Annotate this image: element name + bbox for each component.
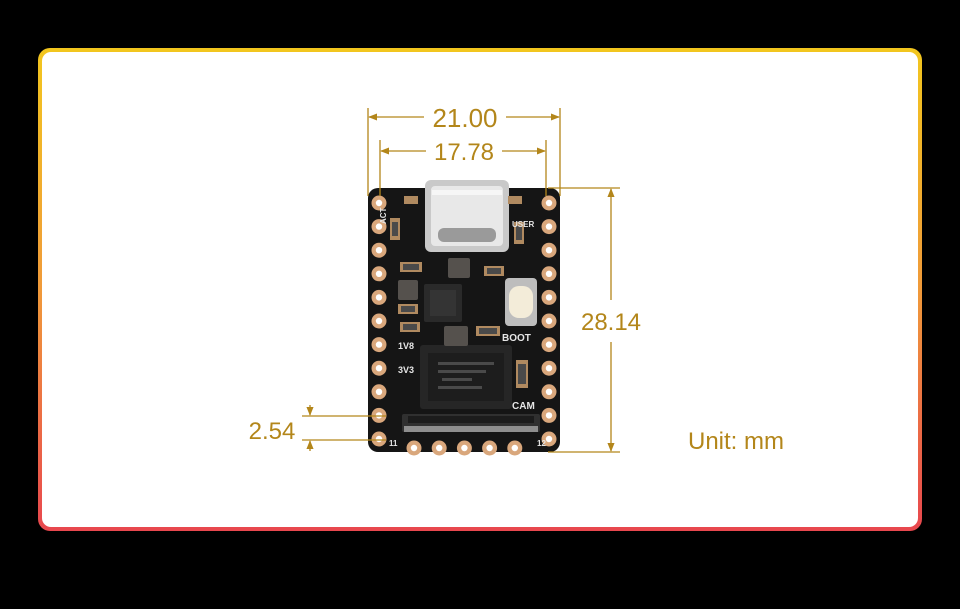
pin-12-label: 12 bbox=[537, 439, 546, 448]
right-pin-pad bbox=[541, 360, 557, 376]
boot-label: BOOT bbox=[502, 333, 531, 344]
left-pin-pad bbox=[371, 431, 387, 447]
bottom-pin-pad bbox=[456, 440, 472, 456]
right-pin-pad bbox=[541, 195, 557, 211]
left-pin-pad bbox=[371, 337, 387, 353]
pin-span-value: 17.78 bbox=[434, 139, 494, 166]
act-label: ACT bbox=[379, 207, 388, 224]
pitch-value: 2.54 bbox=[249, 418, 296, 445]
1v8-label: 1V8 bbox=[398, 341, 414, 351]
bottom-pin-pad bbox=[406, 440, 422, 456]
boot-button bbox=[505, 278, 537, 326]
left-pin-pad bbox=[371, 313, 387, 329]
right-pin-pad bbox=[541, 266, 557, 282]
right-pin-pad bbox=[541, 384, 557, 400]
left-pin-pad bbox=[371, 289, 387, 305]
right-pin-pad bbox=[541, 431, 557, 447]
right-pin-pad bbox=[541, 407, 557, 423]
right-pin-pad bbox=[541, 289, 557, 305]
user-label: USER bbox=[512, 220, 534, 229]
smd-components bbox=[390, 196, 528, 388]
3v3-label: 3V3 bbox=[398, 365, 414, 375]
bottom-pin-pad bbox=[507, 440, 523, 456]
bottom-pin-pad bbox=[431, 440, 447, 456]
overall-width-value: 21.00 bbox=[432, 103, 497, 133]
left-pin-pad bbox=[371, 219, 387, 235]
right-pin-pad bbox=[541, 219, 557, 235]
pin-11-label: 11 bbox=[389, 439, 398, 448]
left-pin-pad bbox=[371, 195, 387, 211]
bottom-pin-pad bbox=[482, 440, 498, 456]
left-pin-pad bbox=[371, 266, 387, 282]
left-pin-pad bbox=[371, 384, 387, 400]
left-pin-pad bbox=[371, 242, 387, 258]
unit-label: Unit: mm bbox=[688, 428, 784, 455]
right-pin-pad bbox=[541, 337, 557, 353]
right-pin-pad bbox=[541, 242, 557, 258]
dimension-annotations bbox=[302, 108, 620, 453]
right-pin-pad bbox=[541, 313, 557, 329]
processor-chip bbox=[424, 284, 462, 322]
bottom-pin-header bbox=[406, 440, 523, 456]
height-value: 28.14 bbox=[581, 309, 641, 336]
usb-c-connector bbox=[425, 180, 509, 252]
left-pin-pad bbox=[371, 360, 387, 376]
right-pin-header bbox=[541, 195, 557, 447]
camera-fpc-connector bbox=[402, 414, 540, 432]
cam-label: CAM bbox=[512, 401, 535, 412]
pcb-board: ACT USER BOOT 1V8 3V3 CAM 11 12 bbox=[368, 180, 560, 456]
flash-chip bbox=[420, 345, 512, 409]
